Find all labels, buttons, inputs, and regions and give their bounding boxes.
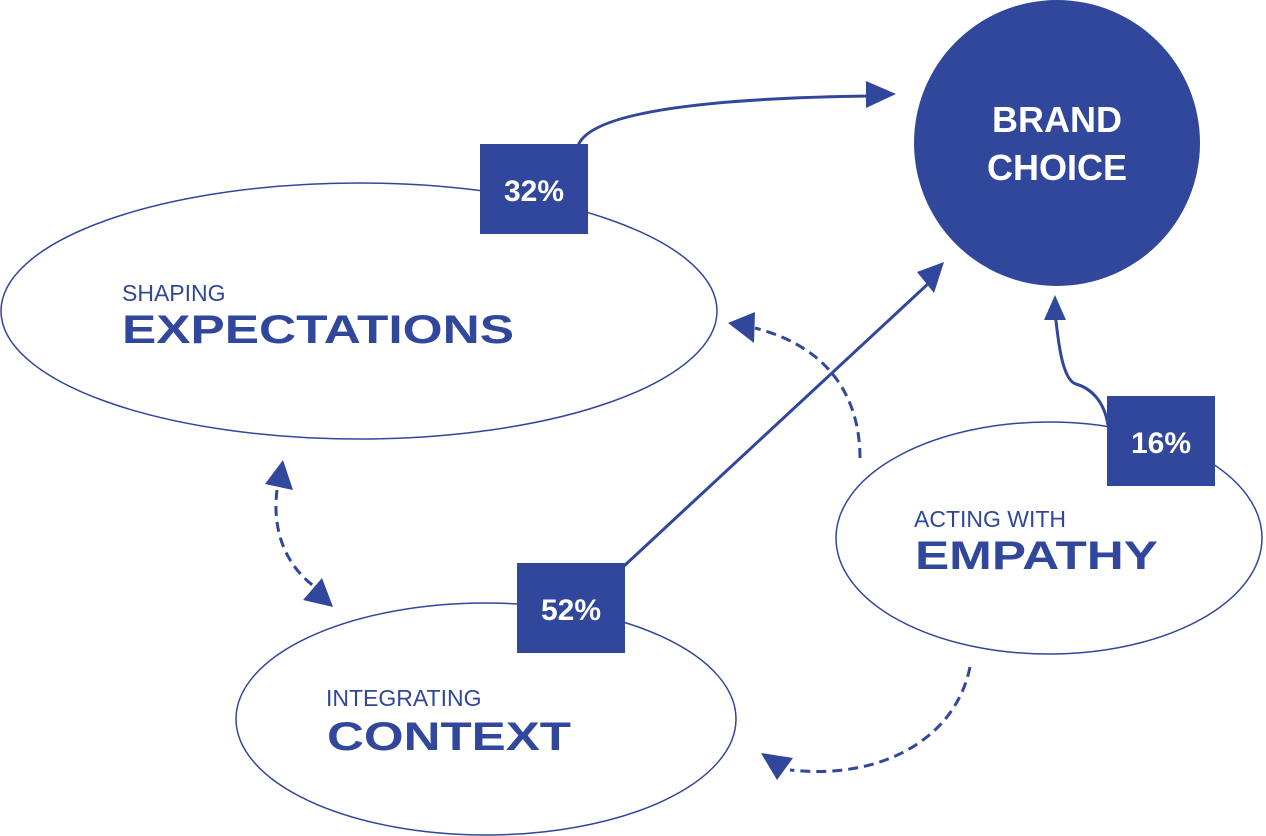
brand-choice-line1: BRAND xyxy=(992,99,1122,140)
weight-context: 52% xyxy=(541,594,601,627)
node-expectations-small-label: SHAPING xyxy=(122,280,226,306)
brand-choice-circle xyxy=(914,0,1200,286)
weight-empathy: 16% xyxy=(1131,427,1191,460)
edge-expectations-to-brand xyxy=(576,94,871,147)
arrowhead-context-to-brand-icon xyxy=(917,262,944,293)
weight-box-empathy xyxy=(1107,396,1215,486)
edge-context-to-brand xyxy=(622,280,932,568)
edge-expectations-context xyxy=(274,489,316,589)
edge-empathy-to-brand xyxy=(1053,311,1110,426)
arrowhead-expectations-to-brand-icon xyxy=(866,81,896,108)
arrowhead-empathy-to-context-icon xyxy=(761,753,793,780)
weight-box-expectations xyxy=(480,144,588,234)
node-empathy-big-label: EMPATHY xyxy=(915,534,1158,578)
arrowhead-empathy-to-brand-icon xyxy=(1044,295,1066,320)
arrowhead-to-expectations-icon xyxy=(265,460,293,490)
node-context-small-label: INTEGRATING xyxy=(326,685,481,711)
node-expectations-ellipse xyxy=(0,182,718,440)
arrowhead-empathy-to-expectations-icon xyxy=(728,312,755,343)
brand-choice-line2: CHOICE xyxy=(987,147,1127,188)
node-context-big-label: CONTEXT xyxy=(327,715,571,759)
weight-box-context xyxy=(517,563,625,653)
arrowhead-to-context-icon xyxy=(303,578,333,607)
node-expectations-big-label: EXPECTATIONS xyxy=(122,308,514,352)
weight-expectations: 32% xyxy=(504,175,564,208)
edge-empathy-to-expectations xyxy=(754,326,862,459)
node-empathy-small-label: ACTING WITH xyxy=(914,506,1066,532)
edge-empathy-to-context xyxy=(789,666,972,773)
node-context-ellipse xyxy=(235,602,737,836)
node-empathy-ellipse xyxy=(835,421,1263,655)
